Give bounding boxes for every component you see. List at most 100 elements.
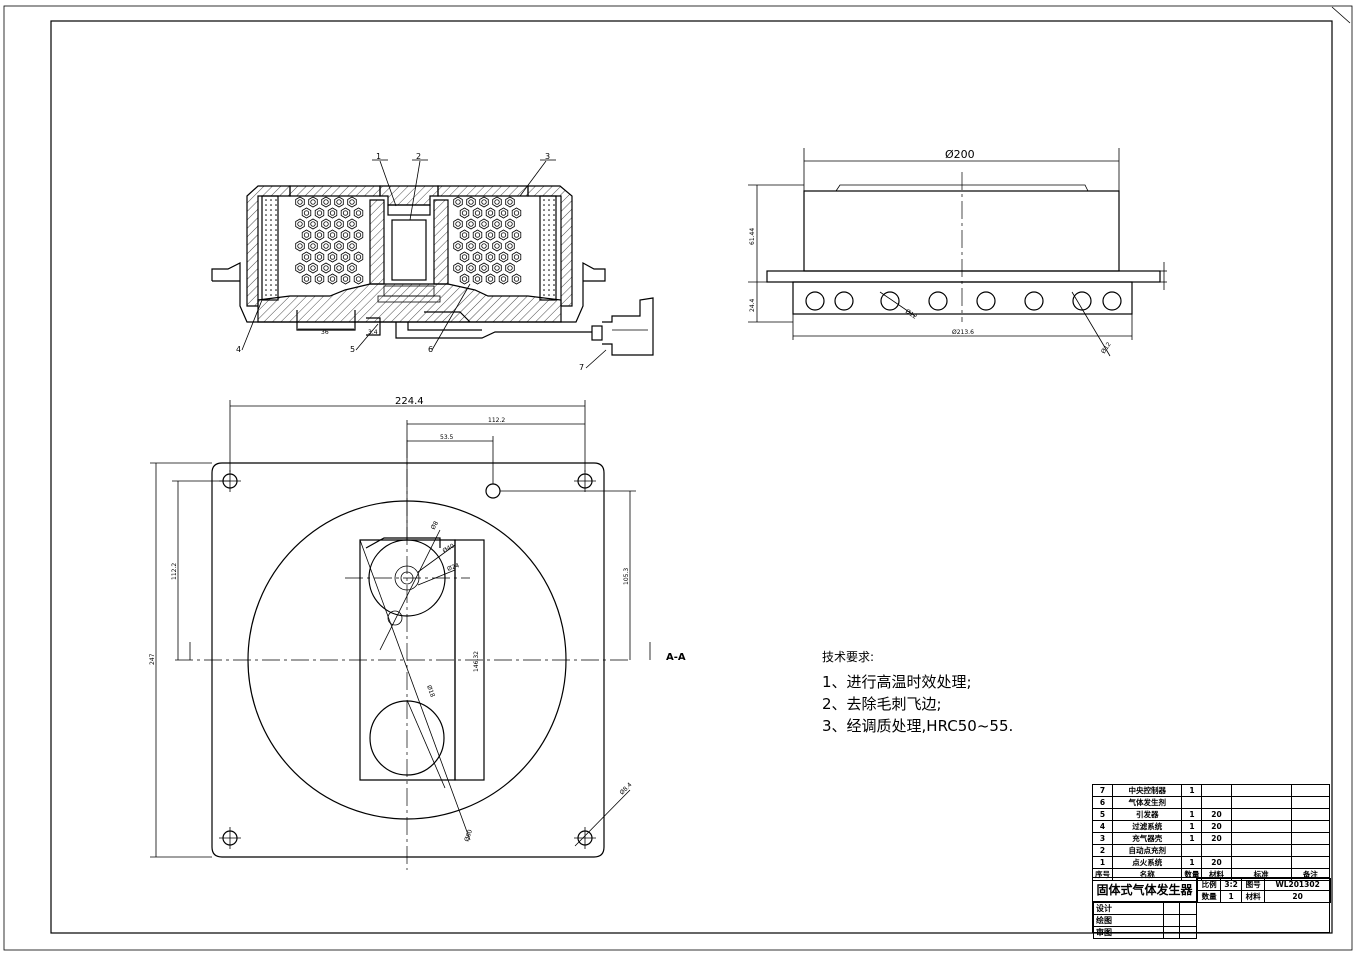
pellet	[321, 262, 331, 274]
vent-hole	[1102, 291, 1122, 311]
filter-dot	[275, 259, 277, 261]
filter-dot	[270, 204, 272, 206]
pellet	[308, 218, 318, 230]
note-line-1: 1、进行高温时效处理;	[822, 673, 972, 691]
pellet-hole	[507, 265, 513, 271]
pellet-hole	[336, 243, 342, 249]
filter-dot	[548, 289, 550, 291]
pellet-hole	[481, 265, 487, 271]
pellet	[327, 273, 338, 285]
pellet-hole	[355, 254, 362, 260]
filter-dot	[265, 244, 267, 246]
filter-dot	[543, 294, 545, 296]
pellet-hole	[329, 254, 336, 260]
filter-dot	[548, 214, 550, 216]
filter-dot	[265, 289, 267, 291]
filter-dot	[270, 229, 272, 231]
filter-dot	[275, 249, 277, 251]
pellet-hole	[316, 232, 323, 238]
callout-4: 4	[236, 345, 241, 354]
pellet	[479, 262, 489, 274]
filter-dot	[543, 254, 545, 256]
dim-61-44: 61.44	[749, 228, 756, 245]
pellet-hole	[513, 210, 520, 216]
pellet	[511, 273, 522, 285]
filter-dot	[265, 239, 267, 241]
pellet-hole	[310, 243, 316, 249]
pellet-hole	[507, 199, 513, 205]
pellet-hole	[342, 210, 349, 216]
pellet-hole	[487, 210, 494, 216]
parts-cell	[1201, 784, 1232, 797]
vent-hole	[1072, 291, 1092, 311]
dim-phi-8: Ø8	[430, 520, 440, 531]
pellet	[308, 262, 318, 274]
pellet	[347, 218, 357, 230]
filter-dot	[553, 204, 555, 206]
sheet-frame-mark	[1331, 6, 1351, 24]
scale-label: 比例	[1196, 878, 1222, 891]
pellet-hole	[474, 232, 481, 238]
pellet-hole	[297, 243, 303, 249]
pellet-hole	[349, 265, 355, 271]
parts-cell: 过滤系统	[1111, 820, 1183, 833]
pellet-hole	[494, 265, 500, 271]
callout-5: 5	[350, 345, 355, 354]
pellet-hole	[297, 221, 303, 227]
filter-dot	[548, 259, 550, 261]
filter-dot	[270, 274, 272, 276]
parts-cell	[1201, 844, 1232, 857]
dim-105-3: 105.3	[623, 568, 630, 585]
pellet-hole	[349, 221, 355, 227]
pellet-hole	[310, 265, 316, 271]
pellet-hole	[513, 276, 520, 282]
pellet-hole	[310, 221, 316, 227]
pellet	[511, 229, 522, 241]
sheet-outer-border	[3, 5, 1353, 951]
pellet	[492, 218, 502, 230]
filter-texture-left	[265, 199, 277, 296]
filter-dot	[275, 279, 277, 281]
parts-cell: 中央控制器	[1111, 784, 1183, 797]
parts-cell: 2	[1092, 844, 1113, 857]
pellet	[459, 229, 470, 241]
pellet	[340, 229, 351, 241]
filter-dot	[275, 199, 277, 201]
parts-cell: 点火系统	[1111, 856, 1183, 869]
pellet	[353, 207, 364, 219]
filter-dot	[543, 284, 545, 286]
pellet-hole	[316, 254, 323, 260]
filter-dot	[543, 279, 545, 281]
pellet	[453, 262, 463, 274]
filter-dot	[553, 229, 555, 231]
pellet-hole	[461, 232, 468, 238]
filter-dot	[265, 234, 267, 236]
parts-cell	[1290, 808, 1331, 821]
pellet	[314, 229, 325, 241]
filter-dot	[270, 209, 272, 211]
dim-24-4: 24.4	[749, 298, 756, 312]
pellet	[347, 240, 357, 252]
dim-3-4: 3.4	[368, 329, 378, 336]
role-design: 设计	[1093, 902, 1164, 915]
callout-1: 1	[376, 152, 381, 161]
pellet	[479, 196, 489, 208]
pellet	[353, 229, 364, 241]
pellet-hole	[487, 232, 494, 238]
filter-dot	[553, 244, 555, 246]
filter-dot	[548, 239, 550, 241]
title-block: 固体式气体发生器 比例 3:2 图号 WL201302 数量 1 材料 20 设…	[1092, 877, 1331, 939]
filter-dot	[543, 264, 545, 266]
filter-dot	[265, 249, 267, 251]
pellet-hole	[316, 210, 323, 216]
filter-dot	[553, 259, 555, 261]
filter-dot	[275, 269, 277, 271]
pellet-hole	[494, 221, 500, 227]
filter-dot	[270, 279, 272, 281]
filter-dot	[275, 274, 277, 276]
side-view	[748, 148, 1167, 357]
vent-hole	[976, 291, 996, 311]
filter-dot	[270, 254, 272, 256]
